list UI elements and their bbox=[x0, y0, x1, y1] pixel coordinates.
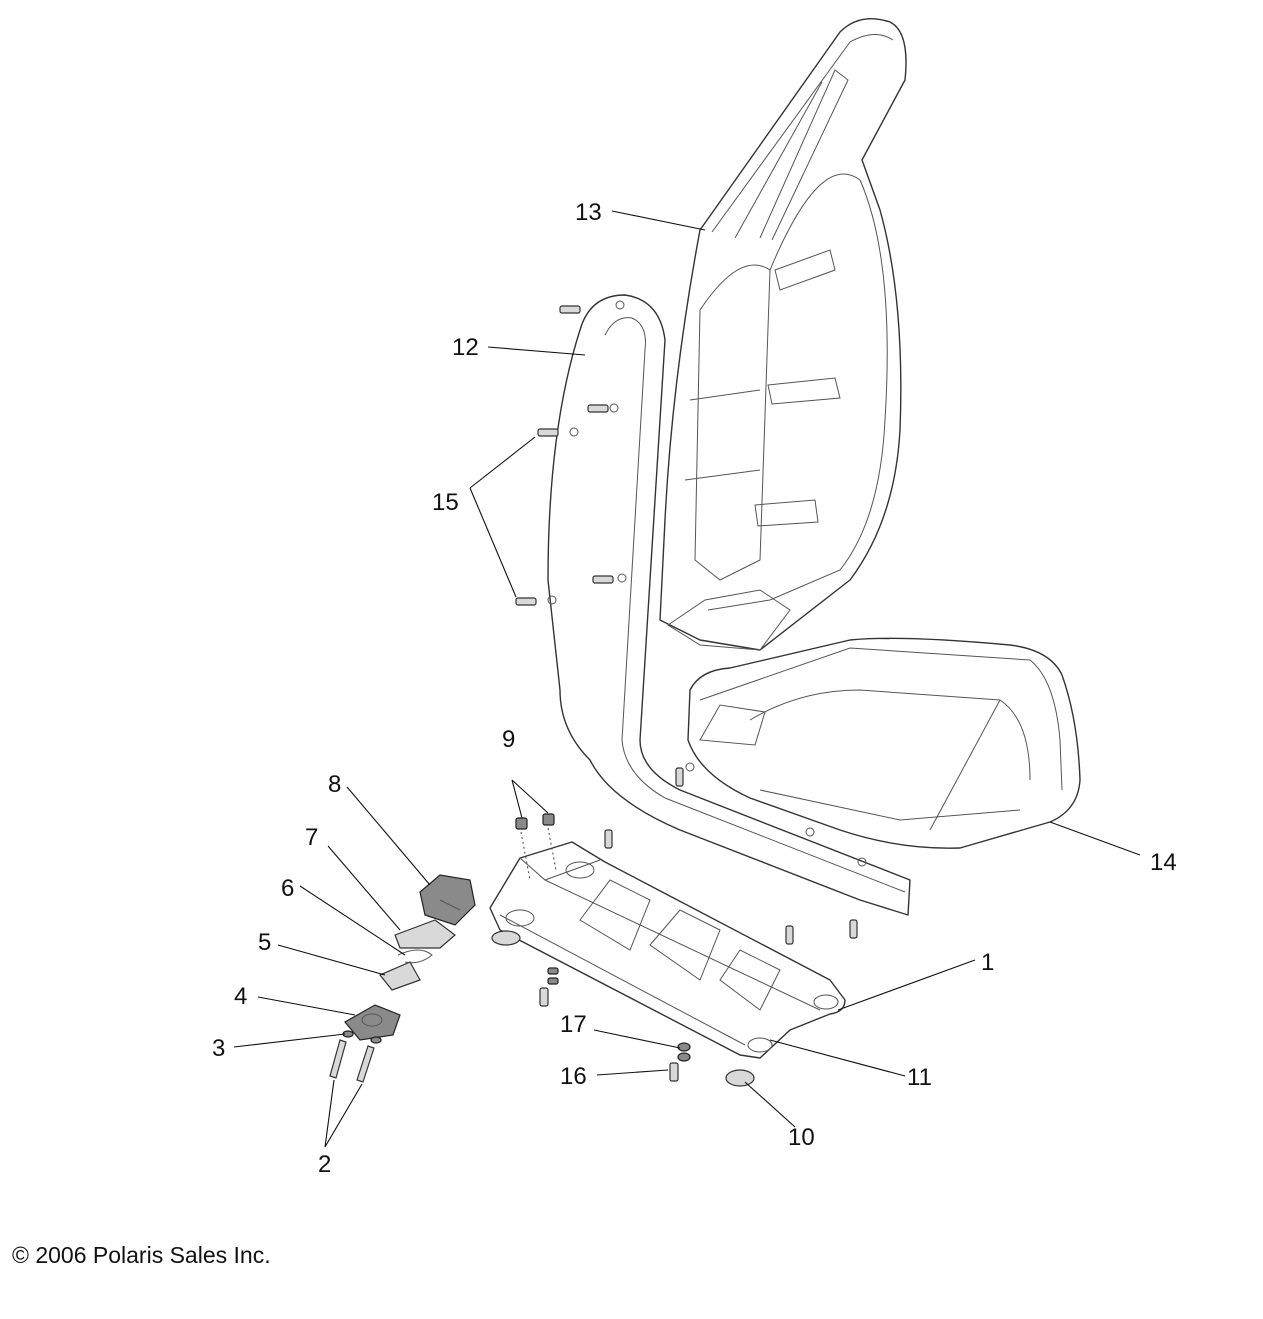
callout-7: 7 bbox=[305, 824, 318, 851]
frame-bolts bbox=[515, 305, 614, 606]
seat-base-bracket bbox=[489, 841, 846, 1059]
callout-4: 4 bbox=[234, 983, 247, 1010]
callout-3: 3 bbox=[212, 1035, 225, 1062]
callout-10: 10 bbox=[788, 1124, 815, 1151]
callout-12: 12 bbox=[452, 334, 479, 361]
latch-base bbox=[344, 1004, 401, 1041]
callout-labels: 1 2 3 4 5 6 7 8 9 10 11 12 13 14 15 16 1… bbox=[212, 199, 1177, 1178]
leader-lines bbox=[233, 210, 1141, 1148]
slider-pad-right bbox=[725, 1069, 755, 1087]
seat-frame bbox=[547, 294, 911, 916]
callout-8: 8 bbox=[328, 771, 341, 798]
callout-14: 14 bbox=[1150, 849, 1177, 876]
seat-cushion bbox=[687, 637, 1081, 849]
latch-cover bbox=[419, 874, 476, 926]
callout-16: 16 bbox=[560, 1063, 587, 1090]
callout-1: 1 bbox=[981, 949, 994, 976]
slider-pad-left bbox=[491, 930, 521, 946]
latch-plate bbox=[379, 961, 421, 991]
latch-spring bbox=[394, 919, 456, 949]
callout-13: 13 bbox=[575, 199, 602, 226]
callout-15: 15 bbox=[432, 489, 459, 516]
callout-2: 2 bbox=[318, 1151, 331, 1178]
callout-17: 17 bbox=[560, 1011, 587, 1038]
callout-5: 5 bbox=[258, 929, 271, 956]
callout-11: 11 bbox=[907, 1064, 932, 1091]
base-bolts bbox=[604, 767, 858, 945]
seat-backrest bbox=[659, 18, 907, 651]
callout-6: 6 bbox=[281, 875, 294, 902]
base-fasteners bbox=[539, 967, 691, 1082]
latch-fasteners bbox=[329, 1030, 382, 1083]
callout-9: 9 bbox=[502, 726, 515, 753]
copyright-notice: © 2006 Polaris Sales Inc. bbox=[12, 1242, 271, 1268]
nuts bbox=[515, 813, 557, 881]
latch-clip bbox=[397, 949, 433, 964]
